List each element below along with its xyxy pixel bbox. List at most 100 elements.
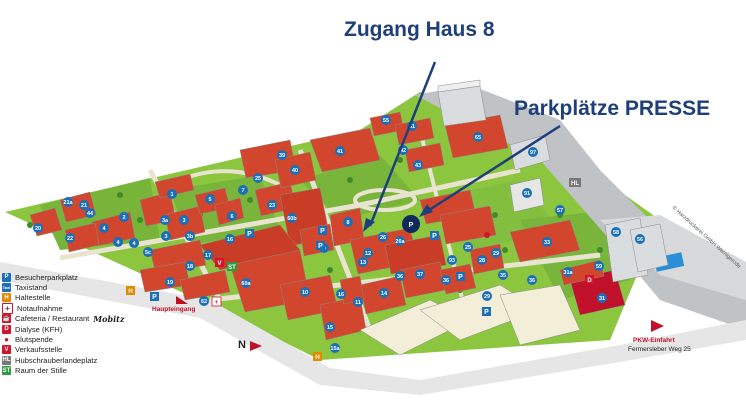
legend-label: Blutspende — [15, 335, 53, 345]
svg-text:D: D — [587, 278, 592, 284]
svg-text:29: 29 — [493, 251, 499, 257]
haupteingang-label: Haupteingang — [152, 306, 196, 313]
svg-text:33: 33 — [544, 240, 550, 246]
svg-text:93: 93 — [449, 258, 455, 264]
svg-text:55: 55 — [383, 118, 389, 124]
quiet-room-icon: ST — [2, 366, 11, 376]
legend-item-stop: H Haltestelle — [2, 293, 162, 303]
svg-text:28: 28 — [479, 258, 485, 264]
svg-text:36: 36 — [529, 278, 535, 284]
svg-text:44: 44 — [87, 211, 94, 217]
svg-text:P: P — [318, 243, 323, 250]
svg-text:+: + — [215, 300, 219, 306]
address-label: Fermersleber Weg 25 — [628, 346, 691, 353]
svg-text:1: 1 — [170, 192, 173, 198]
legend-label: Dialyse (KFH) — [15, 324, 63, 334]
svg-text:15a: 15a — [330, 346, 340, 352]
svg-text:57: 57 — [557, 208, 563, 214]
legend-label: Notaufnahme — [17, 303, 63, 313]
svg-text:P: P — [432, 233, 437, 240]
mobitz-brand: Mobitz — [93, 313, 125, 324]
svg-text:6: 6 — [230, 214, 233, 220]
legend-item-parking: P Besucherparkplatz — [2, 272, 162, 282]
legend-label: Taxistand — [15, 283, 48, 293]
svg-text:25: 25 — [255, 176, 261, 182]
svg-text:37: 37 — [417, 272, 423, 278]
bus-stop-icon: H — [2, 293, 11, 303]
svg-text:4: 4 — [102, 226, 106, 232]
dialysis-icon: D — [2, 324, 11, 334]
svg-text:23: 23 — [269, 203, 275, 209]
svg-text:26: 26 — [380, 235, 386, 241]
svg-text:5c: 5c — [145, 250, 151, 256]
svg-text:41: 41 — [337, 149, 343, 155]
svg-text:N: N — [238, 339, 246, 351]
pkw-einfahrt-label: PKW-Einfahrt — [633, 337, 675, 344]
svg-text:21a: 21a — [63, 200, 73, 206]
svg-text:13: 13 — [360, 260, 366, 266]
legend-label: Cafeteria / Restaurant — [15, 314, 90, 324]
svg-text:P: P — [458, 274, 463, 281]
callout-parkplaetze-presse: Parkplätze PRESSE — [514, 97, 711, 120]
svg-text:4: 4 — [116, 240, 120, 246]
parking-icon: P — [2, 272, 11, 282]
legend-item-dialysis: D Dialyse (KFH) — [2, 324, 162, 334]
svg-text:51: 51 — [409, 124, 415, 130]
svg-text:P: P — [409, 222, 414, 229]
svg-text:15: 15 — [327, 325, 333, 331]
svg-text:60a: 60a — [241, 281, 251, 287]
legend-item-blood: ● Blutspende — [2, 334, 162, 345]
svg-text:42: 42 — [400, 148, 406, 154]
svg-text:19: 19 — [167, 280, 173, 286]
svg-text:16: 16 — [338, 292, 344, 298]
svg-text:V: V — [217, 261, 221, 267]
svg-text:20: 20 — [35, 226, 41, 232]
legend-label: Besucherparkplatz — [15, 272, 78, 282]
legend-item-emergency: + Notaufnahme — [2, 302, 162, 314]
svg-text:H: H — [315, 355, 319, 361]
svg-text:43: 43 — [415, 163, 421, 169]
svg-text:16: 16 — [227, 237, 233, 243]
svg-text:40: 40 — [292, 168, 298, 174]
svg-text:HL: HL — [571, 181, 579, 187]
legend-label: Verkaufsstelle — [15, 345, 63, 355]
building-markers: 20 22 21a 21 44 4 2 4 4 1 3a 3 3b 3 5c 5… — [33, 115, 645, 353]
svg-text:5: 5 — [208, 197, 211, 203]
svg-text:8: 8 — [346, 220, 349, 226]
legend-item-taxi: Taxi Taxistand — [2, 282, 162, 293]
svg-text:3: 3 — [182, 218, 185, 224]
svg-text:36: 36 — [443, 278, 449, 284]
svg-text:3b: 3b — [187, 234, 194, 240]
svg-text:36: 36 — [397, 274, 403, 280]
svg-text:21: 21 — [81, 203, 87, 209]
svg-text:31: 31 — [599, 296, 605, 302]
svg-text:P: P — [152, 294, 157, 301]
svg-text:56: 56 — [637, 237, 643, 243]
shop-icon: V — [2, 345, 11, 355]
svg-text:58: 58 — [613, 230, 619, 236]
cafeteria-icon: ☕ — [2, 314, 11, 324]
blood-drop-icon: ● — [2, 335, 11, 345]
svg-text:3a: 3a — [162, 218, 169, 224]
svg-text:7: 7 — [241, 188, 244, 194]
svg-text:10: 10 — [302, 290, 308, 296]
callout-zugang-haus-8: Zugang Haus 8 — [344, 18, 495, 41]
svg-text:4: 4 — [132, 241, 136, 247]
legend-item-heliport: HL Hubschrauberlandeplatz — [2, 355, 162, 365]
legend-item-quiet-room: ST Raum der Stille — [2, 366, 162, 376]
svg-text:P: P — [320, 228, 325, 235]
svg-text:H: H — [128, 289, 132, 295]
svg-text:59: 59 — [596, 264, 602, 270]
svg-text:P: P — [247, 231, 252, 238]
svg-text:14: 14 — [381, 291, 388, 297]
map-legend: P Besucherparkplatz Taxi Taxistand H Hal… — [2, 272, 162, 376]
emergency-cross-icon: + — [2, 302, 13, 314]
svg-text:P: P — [484, 309, 489, 316]
pkw-einfahrt-marker — [651, 320, 664, 332]
svg-text:12: 12 — [365, 251, 371, 257]
heliport-icon: HL — [2, 355, 11, 365]
svg-text:97: 97 — [530, 150, 536, 156]
svg-text:29: 29 — [484, 294, 490, 300]
legend-label: Raum der Stille — [15, 366, 67, 376]
